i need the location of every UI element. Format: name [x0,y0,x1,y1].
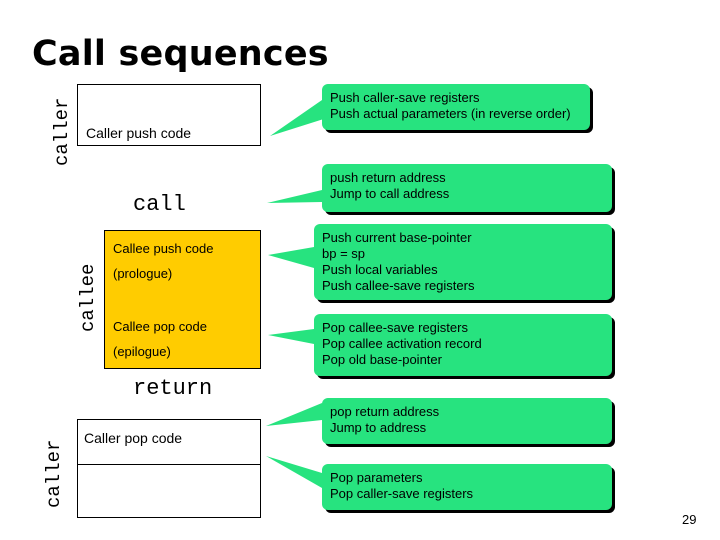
callout-line: Pop caller-save registers [330,486,474,501]
callout-line: Pop callee-save registers [322,320,468,335]
return-label: return [133,376,213,401]
callout-line: Jump to address [330,420,427,435]
callout-caller-pop: Pop parameters Pop caller-save registers [322,464,612,510]
callee-pop-label: Callee pop code [113,319,207,334]
callout-line: pop return address [330,404,440,419]
caller-pop-label: Caller pop code [84,430,183,446]
callout-tail-2 [267,190,322,203]
callout-return: pop return address Jump to address [322,398,612,444]
callout-tail-6 [266,456,322,488]
page-title: Call sequences [32,34,329,74]
callee-push-label: Callee push code [113,241,214,256]
callout-tail-3 [268,247,314,268]
callout-line: Push local variables [322,262,438,277]
callout-epilogue: Pop callee-save registers Pop callee act… [314,314,612,376]
callout-line: Pop parameters [330,470,423,485]
caller-push-box: Caller push code [77,84,261,146]
page-number: 29 [682,512,697,527]
prologue-label: (prologue) [113,266,173,281]
callout-line: Push actual parameters (in reverse order… [330,106,571,121]
callee-box: Callee push code (prologue) Callee pop c… [104,230,261,369]
callout-line: Jump to call address [330,186,450,201]
callout-line: Pop callee activation record [322,336,482,351]
caller-pop-box: Caller pop code [77,419,261,518]
callout-call: push return address Jump to call address [322,164,612,212]
call-label: call [133,192,186,217]
callout-prologue: Push current base-pointer bp = sp Push l… [314,224,612,300]
callout-line: Push current base-pointer [322,230,472,245]
callout-line: Pop old base-pointer [322,352,442,367]
caller-pop-divider [78,464,260,465]
callout-line: bp = sp [322,246,366,261]
callout-tail-5 [266,403,322,426]
callout-line: Push callee-save registers [322,278,475,293]
callout-line: Push caller-save registers [330,90,480,105]
callout-caller-push: Push caller-save registers Push actual p… [322,84,590,130]
callout-line: push return address [330,170,446,185]
callout-tail-4 [268,329,314,344]
epilogue-label: (epilogue) [113,344,171,359]
caller-push-label: Caller push code [86,125,192,141]
callout-tail-1 [270,100,330,136]
